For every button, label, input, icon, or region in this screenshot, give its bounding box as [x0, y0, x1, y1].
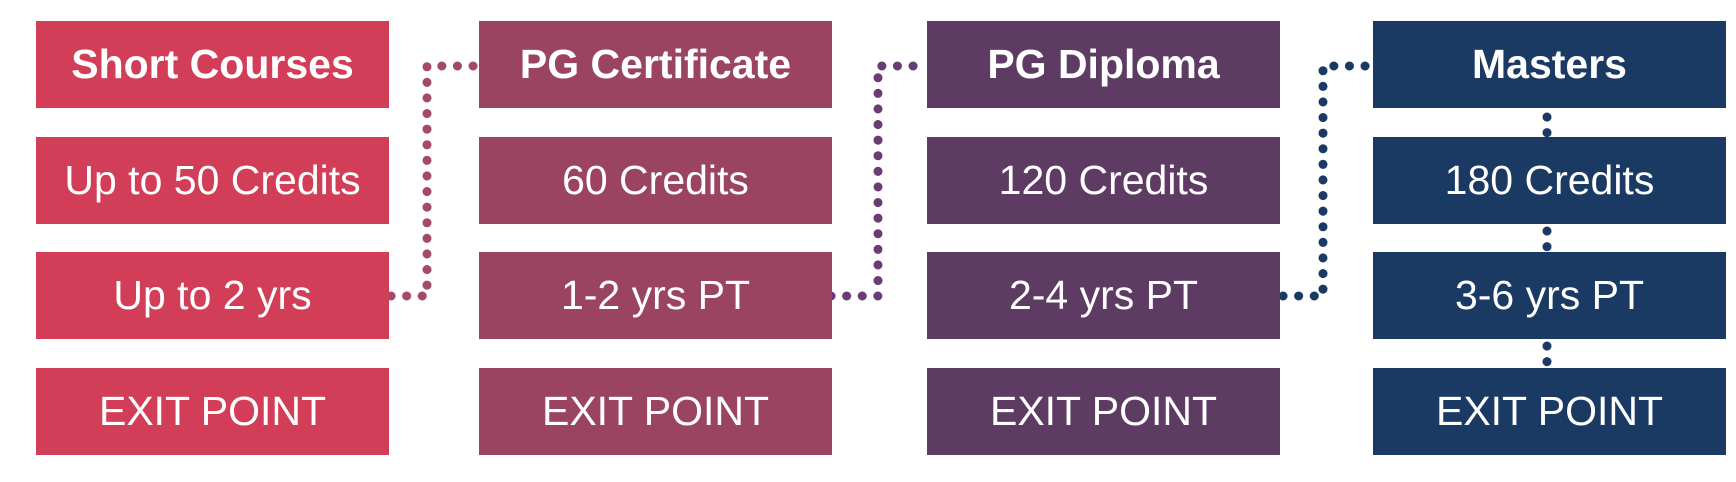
pg-diploma-credits: 120 Credits	[927, 136, 1280, 224]
pg-diploma-exit-point: EXIT POINT	[927, 367, 1280, 455]
short-courses-credits: Up to 50 Credits	[36, 136, 389, 224]
pg-certificate-header: PG Certificate	[479, 21, 832, 108]
pg-diploma-duration: 2-4 yrs PT	[927, 252, 1280, 339]
connector-pg-certificate-to-pg-diploma	[826, 61, 930, 301]
column-pg-certificate: PG Certificate 60 Credits 1-2 yrs PT EXI…	[479, 21, 832, 455]
column-pg-diploma: PG Diploma 120 Credits 2-4 yrs PT EXIT P…	[927, 21, 1280, 455]
short-courses-duration: Up to 2 yrs	[36, 252, 389, 339]
pg-certificate-credits: 60 Credits	[479, 136, 832, 224]
connector-short-courses-to-pg-certificate	[386, 61, 482, 301]
pg-certificate-exit-point: EXIT POINT	[479, 367, 832, 455]
column-masters: Masters 180 Credits 3-6 yrs PT EXIT POIN…	[1373, 21, 1726, 455]
masters-header: Masters	[1373, 21, 1726, 108]
masters-credits: 180 Credits	[1373, 136, 1726, 224]
pg-certificate-duration: 1-2 yrs PT	[479, 252, 832, 339]
masters-exit-point: EXIT POINT	[1373, 367, 1726, 455]
short-courses-header: Short Courses	[36, 21, 389, 108]
column-short-courses: Short Courses Up to 50 Credits Up to 2 y…	[36, 21, 389, 455]
masters-duration: 3-6 yrs PT	[1373, 252, 1726, 339]
connector-pg-diploma-to-masters	[1278, 61, 1376, 301]
pg-diploma-header: PG Diploma	[927, 21, 1280, 108]
short-courses-exit-point: EXIT POINT	[36, 367, 389, 455]
